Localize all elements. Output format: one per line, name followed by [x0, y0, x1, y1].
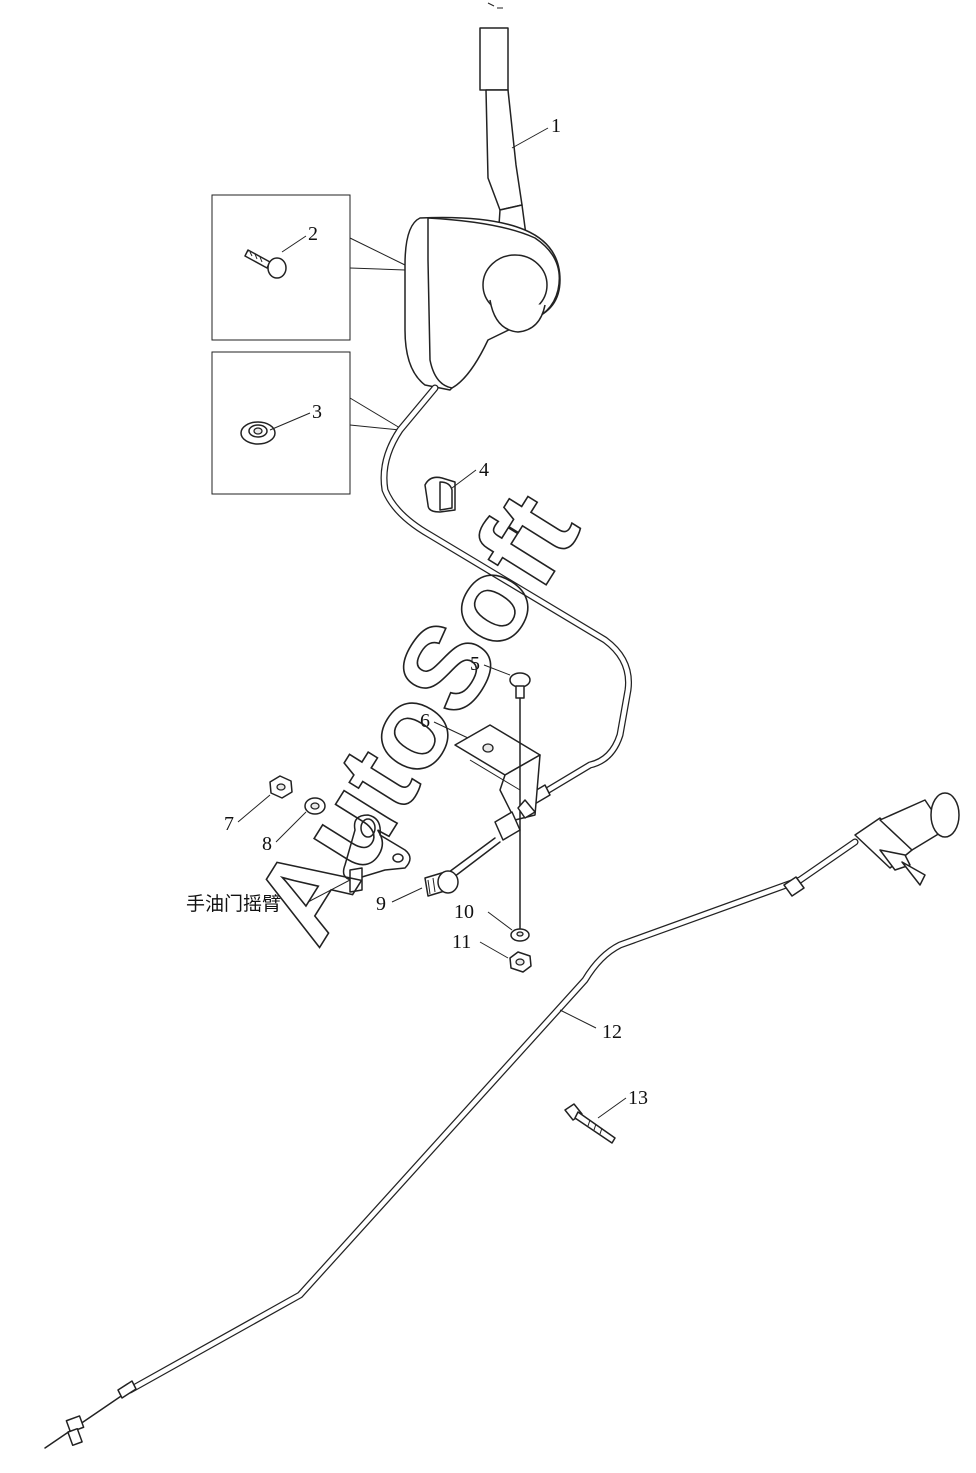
- callout-2: 2: [308, 223, 318, 245]
- callout-8: 8: [262, 833, 272, 855]
- bolt-9: [424, 870, 459, 897]
- control-housing: [404, 216, 561, 391]
- rocker-arm: [342, 814, 411, 893]
- watermark-text: AutoSoft: [228, 471, 604, 963]
- control-lever-1: [479, 2, 527, 241]
- callout-4: 4: [479, 459, 489, 481]
- cable-clip-4: [424, 476, 456, 513]
- detail-box-part-3: [211, 351, 401, 495]
- washer-10: [510, 928, 530, 942]
- callout-11: 11: [452, 931, 471, 953]
- callout-10: 10: [454, 901, 474, 923]
- nut-7: [269, 775, 293, 799]
- bolt-13: [564, 1103, 616, 1144]
- callout-numbers: 1 2 3 4 5 6 7 8 9 10 11 12 13: [224, 115, 648, 1109]
- callout-9: 9: [376, 893, 386, 915]
- callout-13: 13: [628, 1087, 648, 1109]
- callout-6: 6: [420, 710, 430, 732]
- cable-end-fitting: [444, 799, 536, 881]
- leader-lines: [237, 127, 627, 1119]
- callout-7: 7: [224, 813, 234, 835]
- washer-8: [304, 797, 326, 815]
- callout-1: 1: [551, 115, 561, 137]
- nut-icon-3: [240, 421, 276, 445]
- callout-12: 12: [602, 1021, 622, 1043]
- bolt-icon-2: [244, 249, 287, 279]
- callout-5: 5: [470, 653, 480, 675]
- nut-11: [509, 951, 532, 973]
- callout-3: 3: [312, 401, 322, 423]
- hand-throttle-rocker-arm-label: 手油门摇臂: [186, 893, 281, 915]
- throttle-cable-12: [44, 792, 960, 1449]
- bolt-5: [509, 672, 531, 699]
- detail-box-part-2: [211, 194, 406, 341]
